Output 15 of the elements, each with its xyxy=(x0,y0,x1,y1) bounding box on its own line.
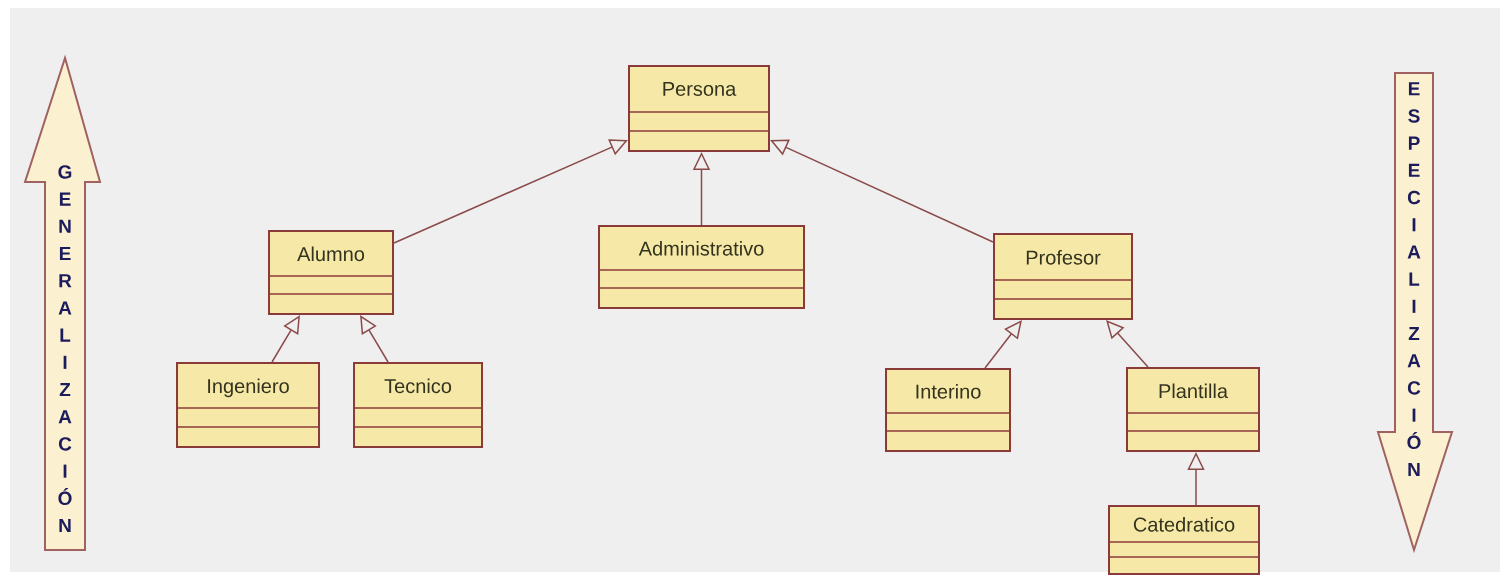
class-box: Catedratico xyxy=(1107,505,1260,575)
class-box: Tecnico xyxy=(352,362,483,448)
generalization-arrow xyxy=(393,139,628,244)
class-box: Persona xyxy=(627,65,770,152)
generalization-arrow xyxy=(1106,320,1149,368)
class-box: Administrativo xyxy=(597,225,805,309)
class-box: Ingeniero xyxy=(175,362,320,448)
generalization-arrow xyxy=(984,320,1022,369)
class-box: Plantilla xyxy=(1125,367,1260,452)
class-box: Alumno xyxy=(267,230,394,315)
class-box: Interino xyxy=(884,368,1011,452)
generalization-arrow xyxy=(770,139,994,243)
class-box: Profesor xyxy=(992,233,1133,320)
generalization-arrow xyxy=(271,315,300,363)
generalization-arrow xyxy=(360,315,389,363)
